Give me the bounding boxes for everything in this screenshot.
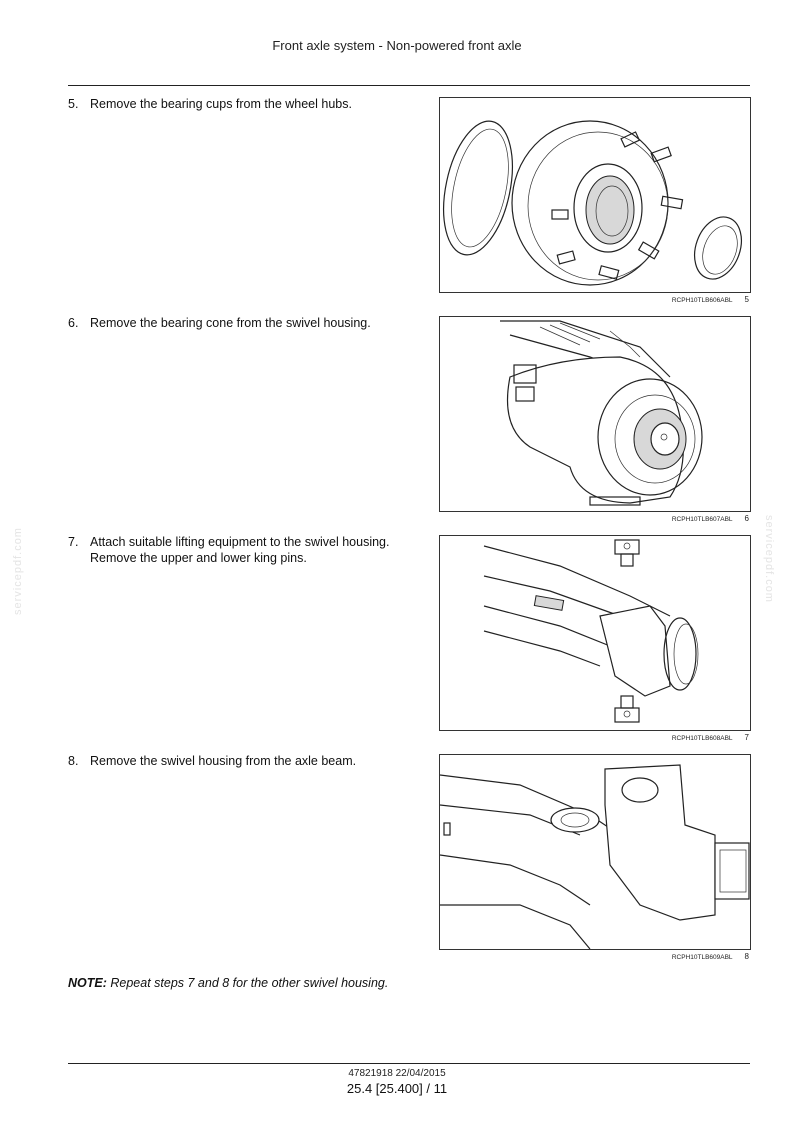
- header-divider: [68, 85, 750, 86]
- step-5: 5. Remove the bearing cups from the whee…: [68, 96, 418, 112]
- watermark-right: servicepdf.com: [763, 515, 775, 603]
- step-number: 6.: [68, 316, 79, 330]
- figure-6-swivel-housing-bearing-cone: [439, 316, 751, 512]
- step-7: 7. Attach suitable lifting equipment to …: [68, 534, 418, 566]
- step-number: 8.: [68, 754, 79, 768]
- figure-number: 8: [744, 952, 749, 961]
- figure-8-caption: RCPH10TLB609ABL 8: [439, 952, 749, 961]
- figure-7-illustration: [483, 539, 699, 723]
- step-number: 5.: [68, 97, 79, 111]
- figure-5-illustration: [443, 120, 742, 286]
- step-text: Attach suitable lifting equipment to the…: [90, 535, 390, 565]
- figure-ref: RCPH10TLB607ABL: [671, 516, 733, 523]
- footer-document-id: 47821918 22/04/2015: [348, 1068, 446, 1079]
- note-label: NOTE:: [68, 976, 107, 990]
- page-header-title: Front axle system - Non-powered front ax…: [272, 38, 522, 53]
- step-text: Remove the bearing cone from the swivel …: [90, 316, 371, 330]
- figure-number: 6: [744, 514, 749, 523]
- figure-number: 7: [744, 733, 749, 742]
- footer-divider: [68, 1063, 750, 1064]
- figure-8-illustration: [440, 764, 750, 949]
- step-text: Remove the bearing cups from the wheel h…: [90, 97, 352, 111]
- step-8: 8. Remove the swivel housing from the ax…: [68, 753, 418, 769]
- note-text: Repeat steps 7 and 8 for the other swive…: [110, 976, 389, 990]
- watermark-left: servicepdf.com: [12, 527, 24, 615]
- step-text: Remove the swivel housing from the axle …: [90, 754, 357, 768]
- figure-5-caption: RCPH10TLB606ABL 5: [439, 295, 749, 304]
- figure-ref: RCPH10TLB609ABL: [671, 954, 733, 961]
- figure-number: 5: [744, 295, 749, 304]
- figure-ref: RCPH10TLB608ABL: [671, 735, 733, 742]
- step-6: 6. Remove the bearing cone from the swiv…: [68, 315, 418, 331]
- step-number: 7.: [68, 535, 79, 549]
- figure-7-caption: RCPH10TLB608ABL 7: [439, 733, 749, 742]
- figure-7-king-pins-removal: [439, 535, 751, 731]
- note: NOTE: Repeat steps 7 and 8 for the other…: [68, 976, 668, 990]
- figure-ref: RCPH10TLB606ABL: [671, 297, 733, 304]
- figure-6-caption: RCPH10TLB607ABL 6: [439, 514, 749, 523]
- figure-6-illustration: [500, 320, 703, 506]
- footer-page-number: 25.4 [25.400] / 11: [346, 1081, 448, 1096]
- figure-5-wheel-hub-bearing-cups: [439, 97, 751, 293]
- figure-8-swivel-housing-removal: [439, 754, 751, 950]
